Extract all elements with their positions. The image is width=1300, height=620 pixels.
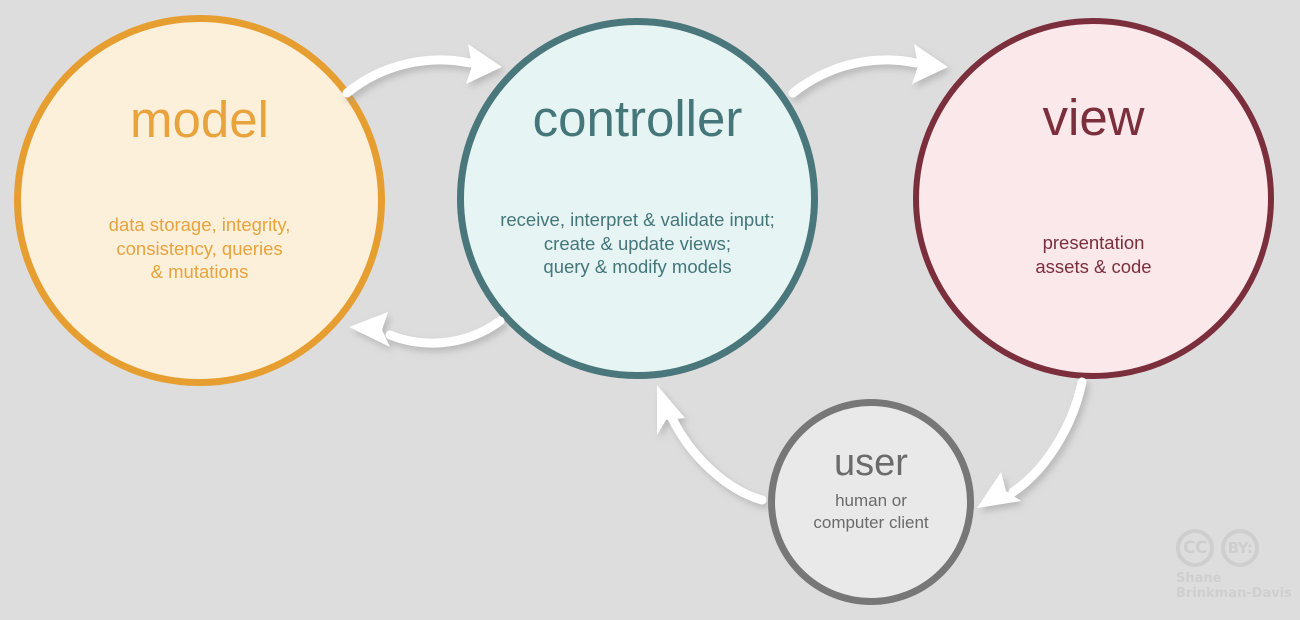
node-controller-title: controller xyxy=(532,90,743,147)
node-user[interactable]: user human or computer client xyxy=(768,399,974,605)
cc-badge-marks: CC BY: xyxy=(1176,529,1294,567)
creative-commons-icon: CC xyxy=(1176,529,1214,567)
node-view-description: presentation assets & code xyxy=(1035,232,1152,277)
arrow-controller-to-model xyxy=(349,312,505,348)
arrow-controller-to-view xyxy=(788,44,948,98)
arrow-view-to-user xyxy=(977,377,1087,508)
node-controller-description: receive, interpret & validate input; cre… xyxy=(500,209,775,278)
node-view[interactable]: view presentation assets & code xyxy=(913,18,1274,379)
node-view-title: view xyxy=(1042,89,1145,146)
arrow-user-to-controller xyxy=(657,385,767,505)
node-model[interactable]: model data storage, integrity, consisten… xyxy=(14,15,385,386)
node-user-description: human or computer client xyxy=(813,491,929,532)
author-credit: Shane Brinkman-Davis xyxy=(1176,571,1292,601)
node-controller[interactable]: controller receive, interpret & validate… xyxy=(457,18,818,379)
attribution-by-icon: BY: xyxy=(1221,529,1259,567)
node-user-title: user xyxy=(834,442,908,484)
creative-commons-badge[interactable]: CC BY: Shane Brinkman-Davis xyxy=(1176,529,1294,607)
arrow-model-to-controller xyxy=(342,44,502,98)
node-model-title: model xyxy=(130,91,269,148)
node-model-description: data storage, integrity, consistency, qu… xyxy=(108,214,291,283)
